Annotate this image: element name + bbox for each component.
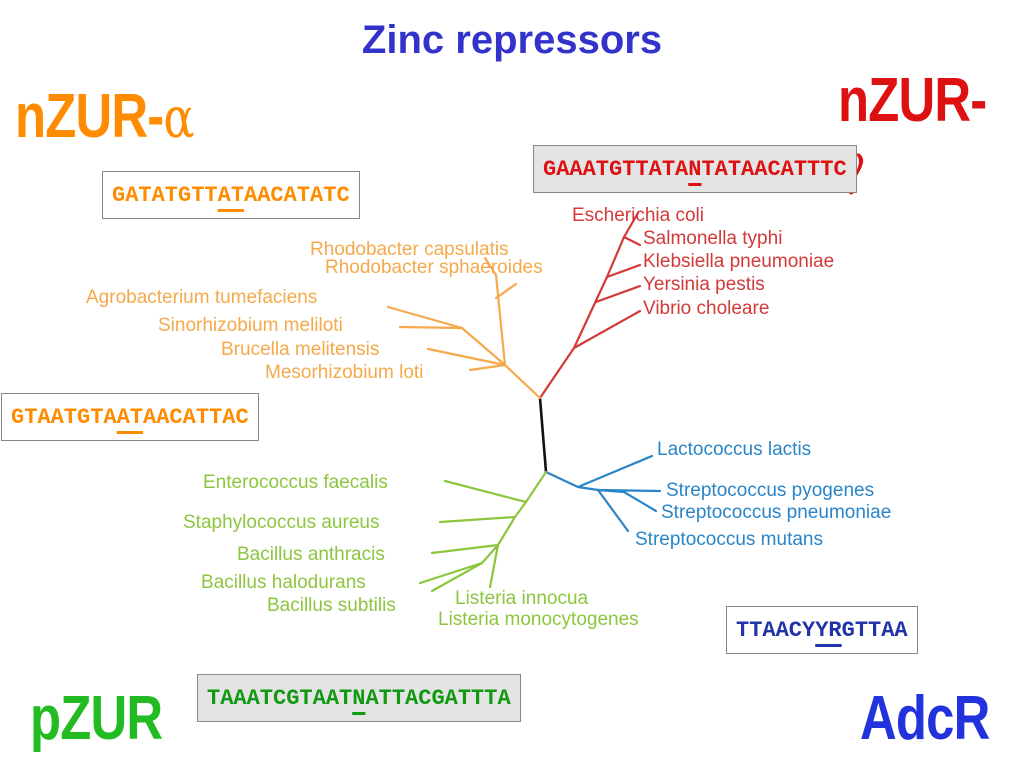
tree-root-branch xyxy=(538,396,548,474)
sequence-part: AACATTAC xyxy=(143,405,249,430)
adcr-branch xyxy=(596,488,626,494)
gamma-branch xyxy=(572,275,609,350)
sequence-part: TTAACY xyxy=(736,618,816,643)
adcr-branch xyxy=(576,454,654,489)
gamma-branch xyxy=(622,235,642,247)
pzur-branch xyxy=(430,561,484,593)
species-label-enterococcus-faecalis: Enterococcus faecalis xyxy=(203,472,388,493)
pzur-branch xyxy=(430,543,500,555)
adcr-branch xyxy=(544,470,580,489)
species-label-bacillus-anthracis: Bacillus anthracis xyxy=(237,544,385,565)
species-label-streptococcus-pneumoniae: Streptococcus pneumoniae xyxy=(661,502,891,523)
pzur-branch xyxy=(443,479,528,504)
pzur-sequence: TAAATCGTAATNATTACGATTTA xyxy=(197,674,521,722)
pzur-branch xyxy=(488,543,500,589)
sequence-center: AT xyxy=(217,183,245,208)
alpha-symbol: α xyxy=(163,86,194,151)
sequence-part: GTTAA xyxy=(841,618,908,643)
sequence-part: ATTACGATTTA xyxy=(365,686,511,711)
pzur-label: pZUR xyxy=(30,684,163,753)
gamma-branch xyxy=(572,309,642,350)
alpha-branch xyxy=(468,363,507,372)
alpha-branch xyxy=(494,282,518,300)
pzur-branch xyxy=(524,470,548,504)
gamma-branch xyxy=(538,346,576,400)
sequence-center: AT xyxy=(116,405,144,430)
alpha-branch xyxy=(398,325,464,330)
adcr-branch xyxy=(576,485,600,492)
species-label-lactococcus-lactis: Lactococcus lactis xyxy=(657,439,811,460)
gamma-branch xyxy=(622,211,640,239)
sequence-part: GAAATGTTATA xyxy=(543,157,689,182)
nzur-alpha-text: nZUR- xyxy=(15,82,164,151)
adcr-sequence: TTAACYYRGTTAA xyxy=(726,606,918,654)
nzur-alpha-top-sequence: GATATGTTATAACATATC xyxy=(102,171,360,219)
pzur-branch xyxy=(496,515,517,547)
sequence-part: AACATATC xyxy=(244,183,350,208)
species-label-streptococcus-mutans: Streptococcus mutans xyxy=(635,529,823,550)
pzur-branch xyxy=(480,543,500,565)
gamma-branch xyxy=(605,235,626,279)
nzur-gamma-text: nZUR- xyxy=(838,66,987,135)
sequence-center: YR xyxy=(815,618,842,643)
page-title: Zinc repressors xyxy=(361,18,663,62)
nzur-alpha-label: nZUR-α xyxy=(15,86,194,148)
adcr-label: AdcR xyxy=(860,684,990,753)
species-label-brucella-melitensis: Brucella melitensis xyxy=(221,339,379,360)
adcr-branch xyxy=(596,488,630,533)
species-label-streptococcus-pyogenes: Streptococcus pyogenes xyxy=(666,480,874,501)
species-label-rhodobacter-capsulatis: Rhodobacter capsulatis xyxy=(310,239,509,260)
alpha-branch xyxy=(494,273,507,367)
sequence-part: TAAATCGTAAT xyxy=(207,686,353,711)
pzur-branch xyxy=(513,500,528,519)
gamma-branch xyxy=(605,263,642,279)
sequence-part: GATATGTT xyxy=(112,183,218,208)
sequence-part: GTAATGTA xyxy=(11,405,117,430)
sequence-center: N xyxy=(688,157,702,182)
species-label-bacillus-subtilis: Bacillus subtilis xyxy=(267,595,396,616)
species-label-escherichia-coli: Escherichia coli xyxy=(572,205,704,226)
sequence-part: TATAACATTTC xyxy=(701,157,847,182)
species-label-salmonella-typhi: Salmonella typhi xyxy=(643,228,782,249)
pzur-branch xyxy=(438,515,517,524)
alpha-branch xyxy=(483,256,498,277)
alpha-branch xyxy=(426,347,507,367)
pzur-branch xyxy=(418,561,484,585)
nzur-gamma-sequence: GAAATGTTATANTATAACATTTC xyxy=(533,145,857,193)
adcr-branch xyxy=(622,490,658,513)
species-label-listeria-monocytogenes: Listeria monocytogenes xyxy=(438,609,639,630)
species-label-listeria-innocua: Listeria innocua xyxy=(455,588,589,609)
alpha-branch xyxy=(386,305,464,330)
species-label-agrobacterium-tumefaciens: Agrobacterium tumefaciens xyxy=(86,287,317,308)
species-label-yersinia-pestis: Yersinia pestis xyxy=(643,274,765,295)
alpha-branch xyxy=(460,326,507,367)
species-label-bacillus-halodurans: Bacillus halodurans xyxy=(201,572,366,593)
nzur-alpha-mid-sequence: GTAATGTAATAACATTAC xyxy=(1,393,259,441)
species-label-staphylococcus-aureus: Staphylococcus aureus xyxy=(183,512,379,533)
sequence-center: N xyxy=(352,686,366,711)
species-label-vibrio-choleare: Vibrio choleare xyxy=(643,298,769,319)
species-label-mesorhizobium-loti: Mesorhizobium loti xyxy=(265,362,423,383)
species-label-rhodobacter-sphaeroides: Rhodobacter sphaeroides xyxy=(325,257,543,278)
species-label-sinorhizobium-meliloti: Sinorhizobium meliloti xyxy=(158,315,343,336)
alpha-branch xyxy=(503,363,542,400)
species-label-klebsiella-pneumoniae: Klebsiella pneumoniae xyxy=(643,251,834,272)
gamma-branch xyxy=(594,284,642,304)
